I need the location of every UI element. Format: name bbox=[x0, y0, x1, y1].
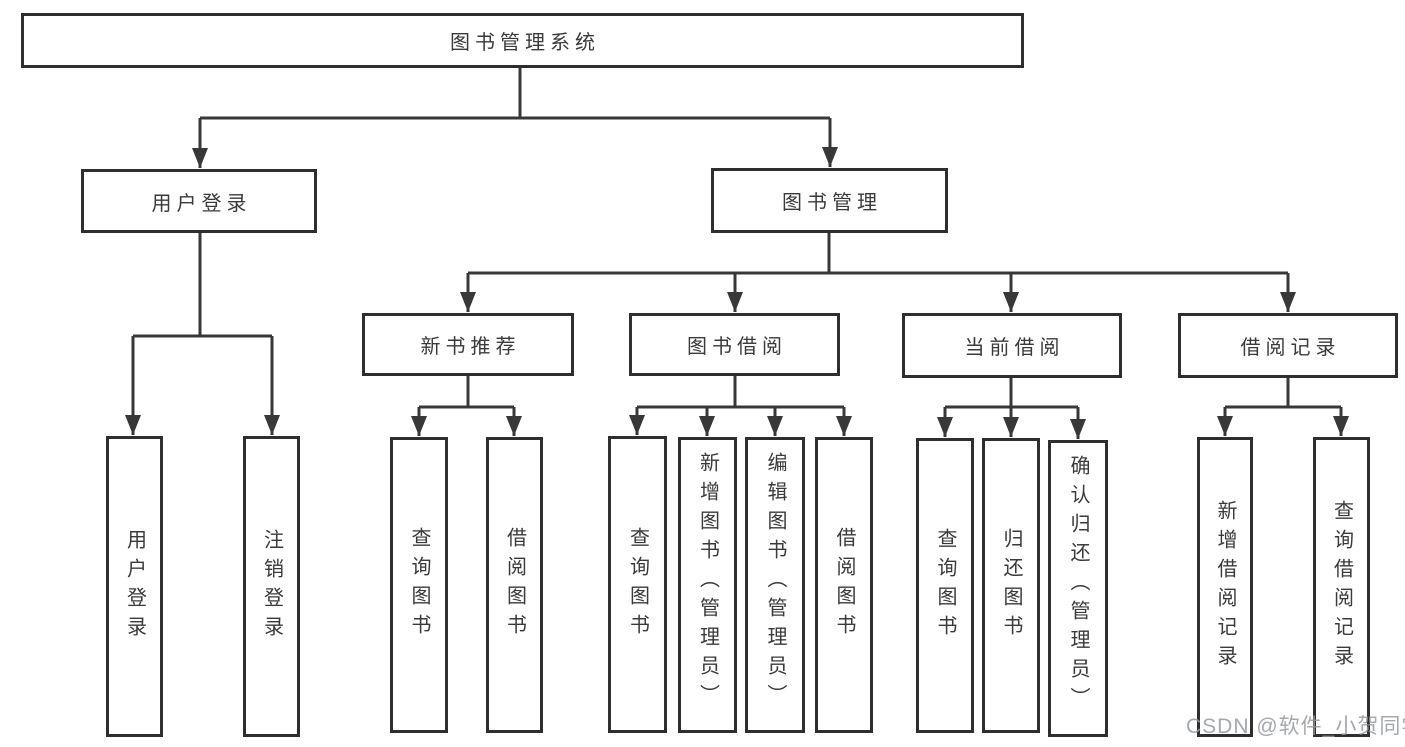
leaf-user-login: 用户登录 bbox=[106, 436, 163, 737]
node-label: 图书管理系统 bbox=[450, 32, 600, 54]
leaf-return-books: 归还图书 bbox=[982, 438, 1040, 733]
node-label: 新书推荐 bbox=[420, 336, 521, 358]
node-label: 图书借阅 bbox=[687, 336, 787, 358]
node-user-login: 用户登录 bbox=[81, 169, 317, 233]
leaf-query-borrow-record: 查询借阅记录 bbox=[1313, 437, 1370, 737]
node-new-book-recommend: 新书推荐 bbox=[362, 313, 574, 376]
leaf-add-books-admin: 新增图书（管理员） bbox=[678, 437, 737, 733]
leaf-borrow-books-2: 借阅图书 bbox=[815, 437, 873, 733]
leaf-query-books-3: 查询图书 bbox=[916, 438, 974, 733]
node-label: 用户登录 bbox=[151, 192, 252, 215]
leaf-edit-books-admin: 编辑图书（管理员） bbox=[745, 437, 805, 733]
leaf-logout: 注销登录 bbox=[243, 436, 300, 737]
leaf-borrow-books-1: 借阅图书 bbox=[486, 437, 543, 733]
leaf-confirm-return-admin: 确认归还（管理员） bbox=[1048, 440, 1108, 737]
csdn-watermark: CSDN @软件_小贺同学 bbox=[1186, 715, 1405, 738]
node-label: 当前借阅 bbox=[964, 337, 1065, 359]
leaf-query-books-1: 查询图书 bbox=[390, 437, 448, 733]
node-borrowing-records: 借阅记录 bbox=[1178, 313, 1398, 378]
node-book-management: 图书管理 bbox=[711, 168, 948, 233]
node-label: 借阅记录 bbox=[1240, 337, 1341, 359]
leaf-query-books-2: 查询图书 bbox=[608, 436, 667, 733]
node-label: 图书管理 bbox=[782, 192, 882, 214]
node-book-borrowing: 图书借阅 bbox=[629, 313, 840, 376]
leaf-add-borrow-record: 新增借阅记录 bbox=[1197, 437, 1253, 737]
node-library-management-system: 图书管理系统 bbox=[21, 13, 1024, 68]
node-current-borrowing: 当前借阅 bbox=[902, 313, 1122, 378]
